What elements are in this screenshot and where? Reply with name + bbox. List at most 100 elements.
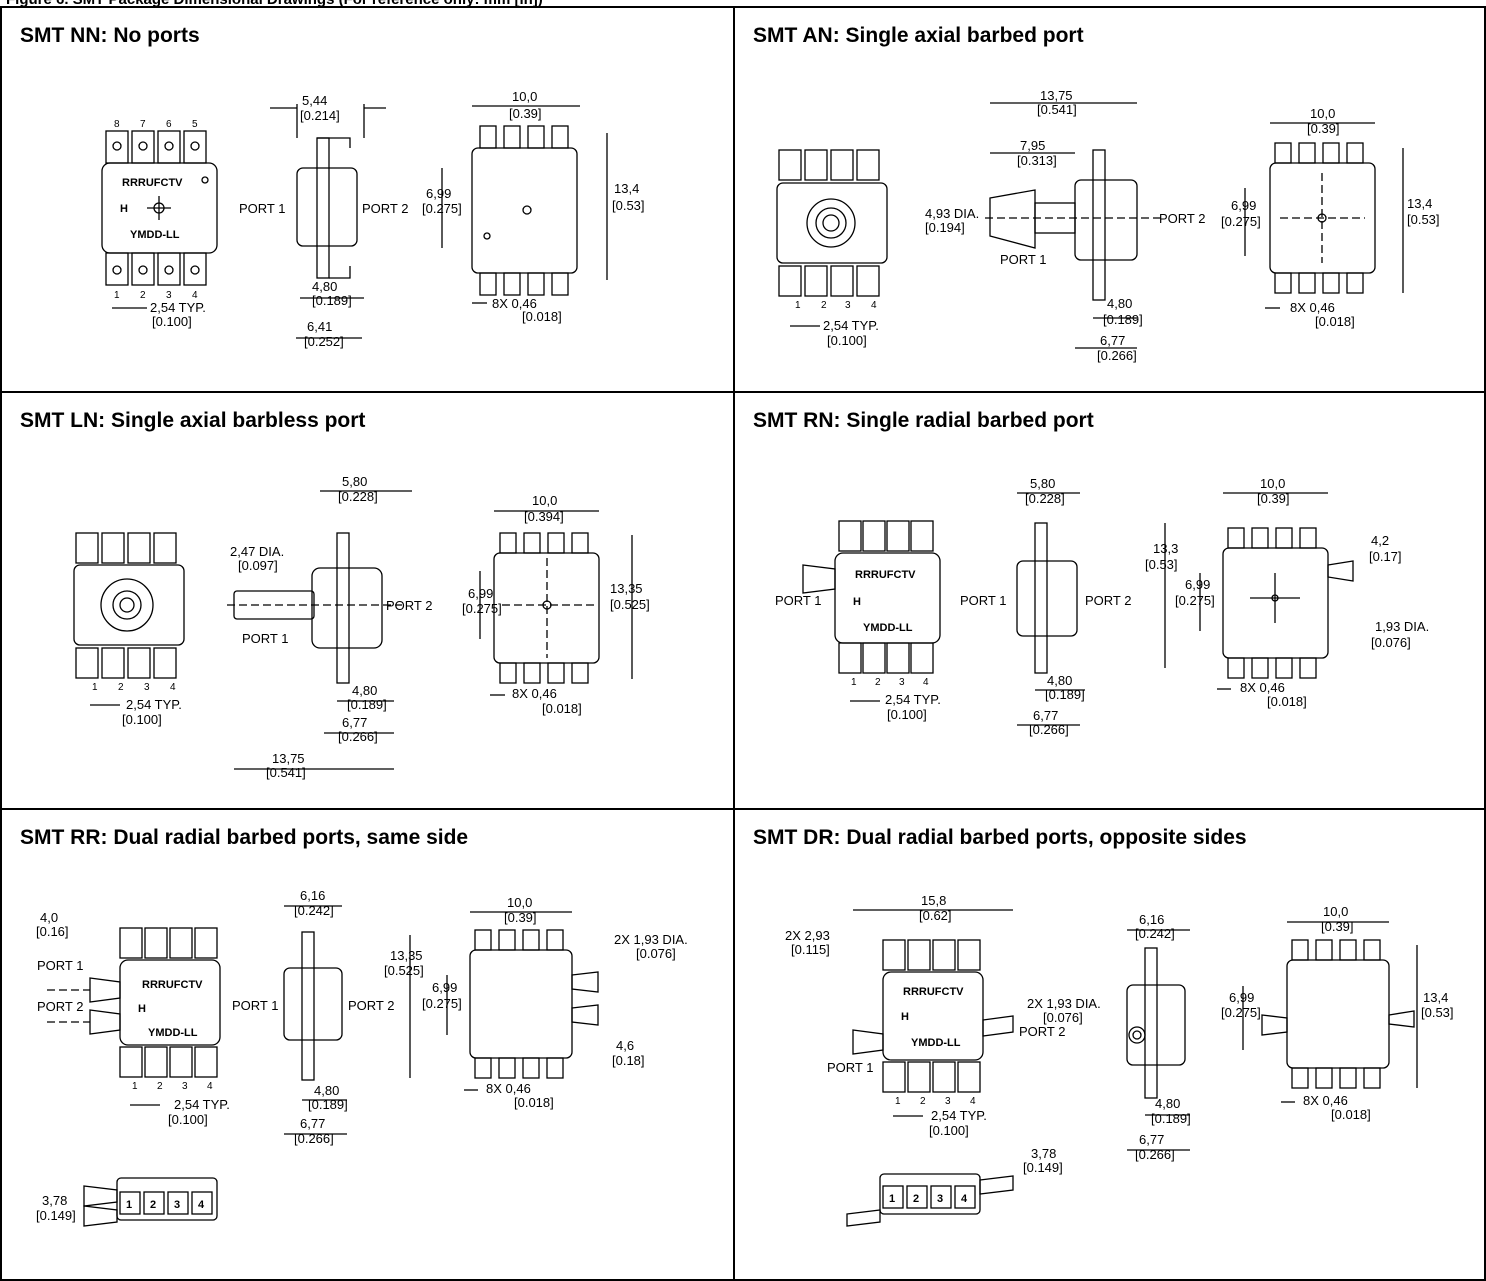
rn-front-view: RRRUFCTV H YMDD-LL PORT 1 1 2 3 4 2,54 T… [775,520,941,722]
pin-label-3: 3 [945,1096,951,1107]
marking-line1: RRRUFCTV [903,986,964,998]
pin-5 [183,130,207,164]
pin-label-1: 1 [114,290,120,301]
pin [778,149,802,181]
dim-inch: [0.228] [1025,491,1065,506]
radial-port-top-2 [571,1004,599,1026]
pin-box-label-4: 4 [198,1199,205,1211]
lead-frame [301,931,315,1081]
pin [804,149,828,181]
top-pin [1322,142,1340,164]
dim-value: 6,99 [426,186,451,201]
dr-bottom-view: 1 2 3 4 3,78 [0.149] [846,1146,1063,1227]
dim-value: 13,75 [1040,88,1073,103]
panel-smt-dr: SMT DR: Dual radial barbed ports, opposi… [733,808,1486,1281]
package-body [73,564,185,646]
dim-inch: [0.16] [36,924,69,939]
dim-inch: [0.076] [1043,1010,1083,1025]
top-pin [523,662,541,684]
top-body [493,552,600,664]
pin [907,1061,931,1093]
dim-value: 5,80 [342,474,367,489]
pin-hole [112,265,122,275]
dim-inch: [0.149] [1023,1160,1063,1175]
dim-inch: [0.266] [1097,348,1137,363]
port-ring-inner [119,597,135,613]
rn-top-view: 10,0 [0.39] 13,3 [0.53] 6,99 [0.275] 4,2… [1145,476,1429,709]
top-pin [474,1057,492,1079]
dim-value: 10,0 [1323,904,1348,919]
pin-label-3: 3 [182,1081,188,1092]
pin-hole [138,265,148,275]
figure-caption: Figure 6. SMT Package Dimensional Drawin… [0,0,1486,8]
pin-2 [131,252,155,286]
pin [862,520,886,552]
pin-label-2: 2 [821,300,827,311]
panel-title: SMT LN: Single axial barbless port [20,409,366,432]
port-ring-mid [815,207,847,239]
dim-value: 5,44 [302,93,327,108]
top-pin [551,125,569,149]
top-body [471,147,578,274]
dim-value: 10,0 [1260,476,1285,491]
pin-label-4: 4 [923,677,929,688]
pin-box-1 [119,1191,141,1215]
dim-value: 1,93 DIA. [1375,619,1429,634]
radial-port-right [982,1015,1014,1037]
dim-inch: [0.525] [384,963,424,978]
dim-value: 4,0 [40,910,58,925]
top-pin [1274,142,1292,164]
pin-box-4 [954,1185,976,1209]
pin [886,642,910,674]
dim-inch: [0.018] [542,701,582,716]
dim-inch: [0.275] [422,996,462,1011]
pin-box-3 [167,1191,189,1215]
marking-line1: RRRUFCTV [142,979,203,991]
lead-bend [317,137,351,279]
top-pin [1299,657,1317,679]
side-body [311,567,383,649]
rr-front-view: RRRUFCTV H YMDD-LL 4,0 [0.16] PORT 1 POR… [36,910,230,1127]
package-body [882,971,984,1061]
dim-value: 8X 0,46 [492,296,537,311]
top-pin [551,272,569,296]
pin-label-1: 1 [795,300,801,311]
nn-side-view: 5,44 [0.214] PORT 1 PORT 2 4,80 [0.189] … [239,93,408,349]
dim-value: 6,99 [432,980,457,995]
dim-inch: [0.189] [1103,312,1143,327]
pin-label-2: 2 [140,290,146,301]
pin-box-label-3: 3 [174,1199,180,1211]
an-drawing: 1 2 3 4 2,54 TYP. [0.100] 13,75 [0.541] … [776,88,1440,363]
nn-drawing: RRRUFCTV H YMDD-LL 8 7 6 5 1 2 3 4 2,54 … [101,89,645,349]
dim-inch: [0.189] [312,293,352,308]
dim-value: 10,0 [512,89,537,104]
dim-value: 10,0 [1310,106,1335,121]
pin-hole [164,141,174,151]
radial-port-2 [89,1009,121,1035]
lead-frame [336,532,350,684]
port-hole [542,600,552,610]
top-pin [1315,1067,1333,1089]
dim-value: 6,99 [468,586,493,601]
dim-value: 13,4 [1407,196,1432,211]
dim-value: 6,16 [1139,912,1164,927]
dim-value: 4,80 [1155,1096,1180,1111]
panel-smt-rn: SMT RN: Single radial barbed port RRRUFC… [733,391,1486,810]
top-pin [1274,272,1292,294]
pitch-label: 2,54 TYP. [174,1097,230,1112]
panel-smt-nn: SMT NN: No ports RRRUFCTV H YMDD-LL 8 7 … [0,6,735,393]
top-pin [523,532,541,554]
pin [804,265,828,297]
port2-label: PORT 2 [1159,211,1205,226]
pin-3 [157,252,181,286]
port1-label: PORT 1 [1000,252,1046,267]
dim-inch: [0.39] [1321,919,1354,934]
dim-value: 13,35 [610,581,643,596]
top-pin [1298,272,1316,294]
pitch-label: 2,54 TYP. [126,697,182,712]
dim-inch: [0.275] [462,601,502,616]
dim-inch: [0.266] [338,729,378,744]
lead-frame [1034,522,1048,674]
pitch-inch-label: [0.100] [168,1112,208,1127]
dim-inch: [0.266] [1029,722,1069,737]
